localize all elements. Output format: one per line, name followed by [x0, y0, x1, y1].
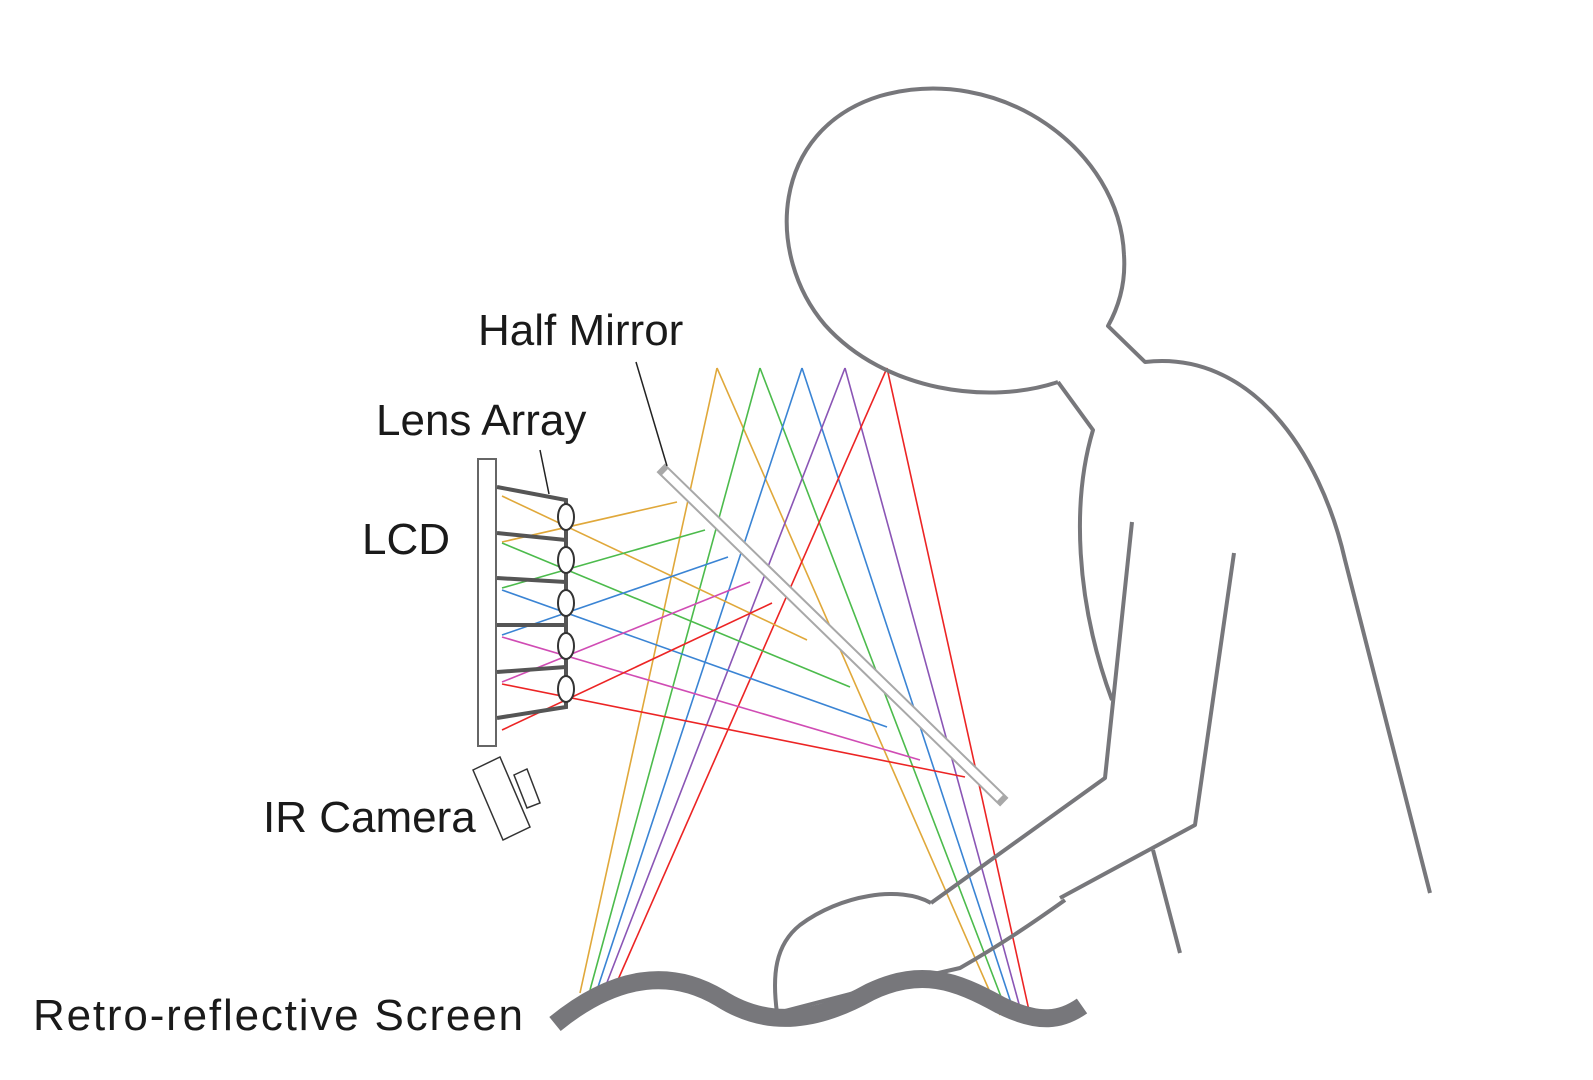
- lcd-panel: [477, 458, 497, 747]
- lens-array-label: Lens Array: [376, 396, 586, 445]
- person-hand: [772, 892, 1067, 1015]
- blue-ray-up: [597, 367, 803, 988]
- person-figure: [772, 86, 1432, 1015]
- blue-lcd-ray-upper: [501, 556, 729, 636]
- green-ray-up: [589, 367, 761, 991]
- person-leg: [1151, 849, 1182, 954]
- red-ray-up: [616, 367, 888, 983]
- red-lcd-ray-lower: [501, 683, 966, 778]
- retro-reflective-screen: [549, 970, 1088, 1031]
- magenta-lcd-ray-lower: [501, 636, 921, 761]
- screen-label: Retro-reflective Screen: [33, 991, 523, 1040]
- blue-ray-down: [801, 367, 1016, 1016]
- ir-camera-icon: [472, 755, 541, 842]
- half-mirror-label: Half Mirror: [478, 306, 683, 355]
- light-rays: [501, 367, 1031, 1016]
- person-torso-front: [1056, 380, 1114, 701]
- lens-icon: [557, 632, 575, 660]
- purple-ray-down: [844, 367, 1023, 1016]
- person-arm-near: [929, 521, 1134, 905]
- lens-icon: [557, 589, 575, 617]
- orange-ray-down: [716, 367, 1001, 1016]
- ir-camera-label: IR Camera: [263, 793, 476, 842]
- lens-array: [557, 503, 575, 703]
- magenta-lcd-ray-upper: [501, 581, 751, 683]
- purple-ray-up: [605, 367, 846, 986]
- person-arm-far: [1059, 552, 1236, 900]
- half-mirror: [656, 463, 1009, 807]
- lens-icon: [557, 503, 575, 531]
- red-ray-down: [886, 367, 1031, 1016]
- green-lcd-ray-lower: [501, 542, 851, 688]
- orange-lcd-ray-lower: [501, 495, 808, 641]
- lens-array-leader-line: [539, 449, 550, 495]
- half-mirror-leader-line: [635, 361, 668, 467]
- lcd-label: LCD: [362, 515, 450, 564]
- lens-icon: [557, 546, 575, 574]
- lens-icon: [557, 675, 575, 703]
- person-head-back-outline: [784, 86, 1432, 894]
